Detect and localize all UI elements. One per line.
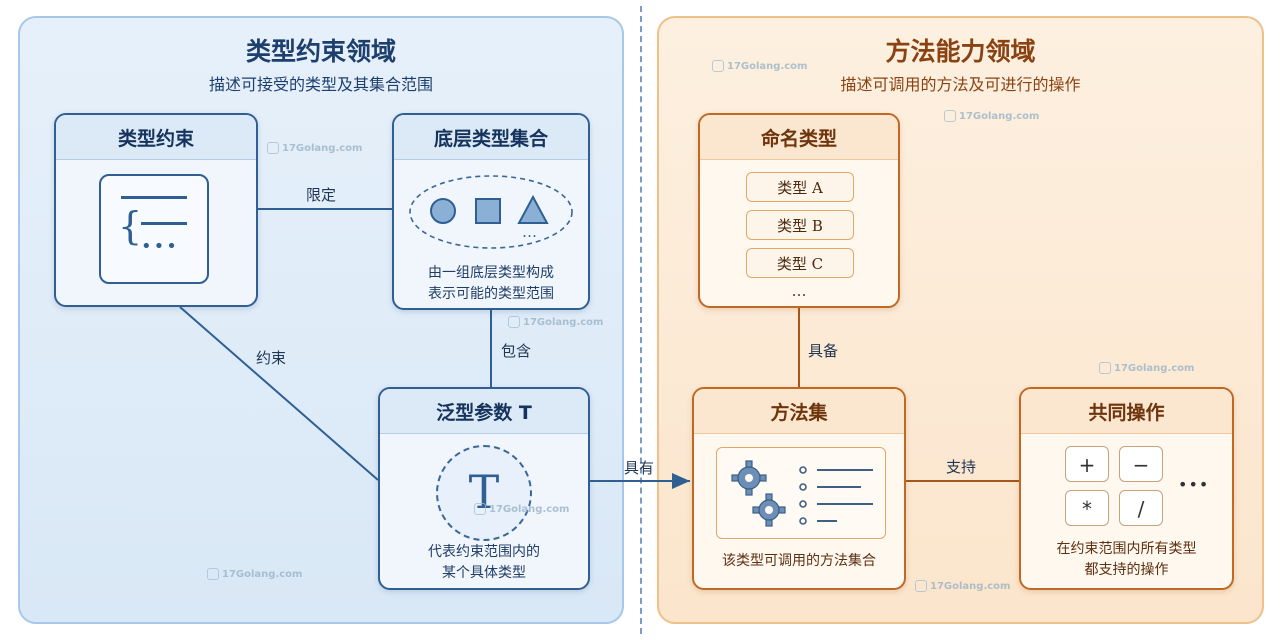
watermark-icon [915,580,927,592]
ops-ellipsis: ••• [1178,475,1210,494]
watermark-logo: 17Golang.com [508,316,603,328]
watermark-logo: 17Golang.com [944,110,1039,122]
set-ellipsis: … [522,223,537,241]
divide-op-key: / [1119,490,1163,526]
underlying-set-desc-line2: 表示可能的类型范围 [428,286,554,302]
edge-label-constrain: 约束 [256,349,287,367]
generic-param-desc-line2: 某个具体类型 [442,565,526,581]
watermark-logo: 17Golang.com [712,60,807,72]
type-constraint-node[interactable]: 类型约束 { ••• [54,113,258,307]
square-shape-icon [475,198,501,224]
edge-constrain-line [179,306,379,481]
edge-label-has: 具有 [624,459,655,477]
type-b-item: 类型 B [746,210,854,240]
common-ops-desc-line2: 都支持的操作 [1084,562,1169,578]
generic-param-node[interactable]: 泛型参数 T T 代表约束范围内的 某个具体类型 [378,387,590,590]
named-types-title: 命名类型 [700,115,898,160]
named-types-node[interactable]: 命名类型 类型 A 类型 B 类型 C … [698,113,900,308]
edge-label-possess: 具备 [808,342,839,360]
method-set-desc: 该类型可调用的方法集合 [722,553,876,569]
type-param-circle-icon: T [436,445,532,541]
common-ops-node[interactable]: 共同操作 + − * / ••• 在约束范围内所有类型 都支持的操作 [1019,387,1234,590]
underlying-set-desc-line1: 由一组底层类型构成 [428,265,554,281]
edge-label-restrict: 限定 [306,186,337,204]
domain-divider [640,6,642,634]
underlying-type-set-node[interactable]: 底层类型集合 … 由一组底层类型构成 表示可能的类型范围 [392,113,590,310]
watermark-icon [207,568,219,580]
minus-op-key: − [1119,446,1163,482]
brace-glyph: { [118,204,143,248]
watermark-logo: 17Golang.com [207,568,302,580]
multiply-op-key: * [1065,490,1109,526]
edge-label-support: 支持 [946,458,977,476]
edge-label-contain: 包含 [501,342,532,360]
method-set-title: 方法集 [694,389,904,434]
gears-icon [731,460,873,527]
watermark-logo: 17Golang.com [1099,362,1194,374]
dots-glyph: ••• [141,236,179,257]
generic-param-title: 泛型参数 T [380,389,588,434]
constraint-code-icon: { ••• [99,174,209,284]
watermark-icon [712,60,724,72]
right-domain-subtitle: 描述可调用的方法及可进行的操作 [840,75,1081,94]
watermark-icon [267,142,279,154]
common-ops-desc-line1: 在约束范围内所有类型 [1056,541,1197,557]
method-set-node[interactable]: 方法集 [692,387,906,590]
common-ops-title: 共同操作 [1021,389,1232,434]
watermark-icon [474,503,486,515]
watermark-icon [1099,362,1111,374]
watermark-icon [944,110,956,122]
named-types-ellipsis: … [791,282,807,300]
watermark-logo: 17Golang.com [915,580,1010,592]
type-constraint-title: 类型约束 [56,115,256,160]
generic-param-desc-line1: 代表约束范围内的 [428,544,540,560]
triangle-shape-icon [517,194,549,224]
plus-op-key: + [1065,446,1109,482]
type-param-symbol: T [468,465,500,519]
type-c-item: 类型 C [746,248,854,278]
left-domain-subtitle: 描述可接受的类型及其集合范围 [208,75,433,94]
underlying-type-set-title: 底层类型集合 [394,115,588,160]
watermark-logo: 17Golang.com [267,142,362,154]
watermark-icon [508,316,520,328]
circle-shape-icon [430,198,456,224]
shape-set-icon [409,175,573,249]
method-list-panel [716,447,886,539]
type-a-item: 类型 A [746,172,854,202]
watermark-logo: 17Golang.com [474,503,569,515]
left-domain-title: 类型约束领域 [245,37,396,66]
right-domain-title: 方法能力领域 [885,37,1036,66]
